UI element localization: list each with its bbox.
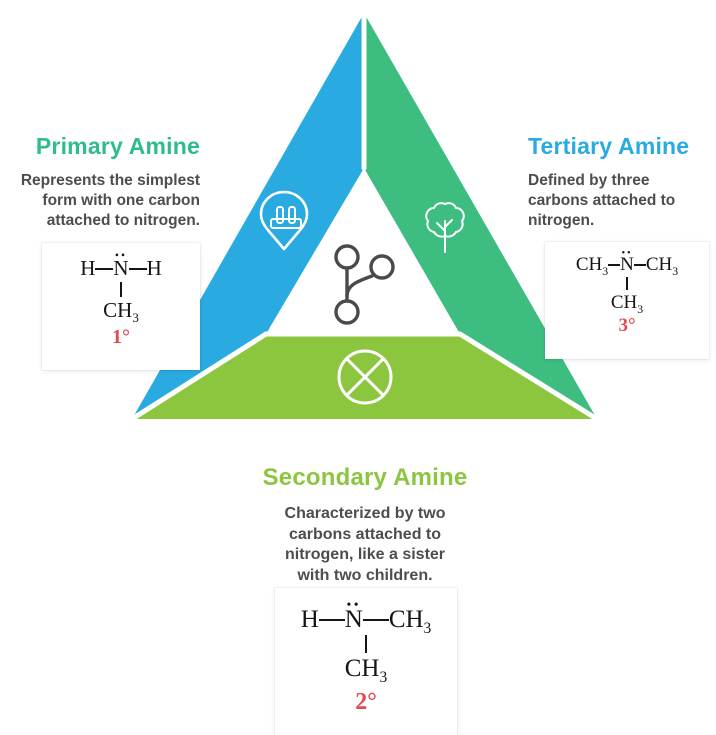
description-line: Defined by three <box>528 172 650 189</box>
atom: N•• <box>113 249 129 280</box>
description-line: carbons attached to <box>528 192 676 209</box>
bond <box>362 618 389 621</box>
primary-amine-description: Represents the simplest form with one car… <box>0 171 200 231</box>
atom: H <box>146 256 162 280</box>
atom: N•• <box>344 597 363 633</box>
crossed-circle-icon <box>337 349 393 405</box>
description-line: form with one carbon <box>42 192 200 209</box>
vertical-bond <box>120 282 122 297</box>
nitrogen-lone-pair: •• <box>621 247 633 259</box>
subscript: 3 <box>379 669 388 686</box>
description-line: Characterized by two <box>284 505 446 522</box>
bond <box>608 263 621 266</box>
formula-row: H N•• CH3 <box>300 597 432 637</box>
primary-amine-title: Primary Amine <box>35 133 200 159</box>
subscript: 3 <box>132 310 139 326</box>
nitrogen-lone-pair: •• <box>114 249 128 262</box>
description-line: carbons attached to <box>288 525 442 543</box>
primary-amine-section: Primary Amine Represents the simplest for… <box>0 133 200 231</box>
methyl-group: CH3 <box>344 655 388 686</box>
degree-label: 3° <box>618 315 636 336</box>
methyl-group: CH3 <box>610 292 644 316</box>
band-separators <box>129 10 600 422</box>
vertical-bond <box>365 635 367 653</box>
branch-network-icon <box>334 244 395 325</box>
description-line: with two children. <box>297 566 433 584</box>
subscript: 3 <box>637 302 644 316</box>
tertiary-amine-description: Defined by three carbons attached to nitro… <box>528 171 716 231</box>
atom: H <box>300 606 319 633</box>
subscript: 3 <box>423 620 432 637</box>
bond <box>633 263 646 266</box>
degree-label: 2° <box>355 689 377 715</box>
atom: N•• <box>620 247 634 275</box>
atom: CH3 <box>575 254 609 278</box>
tertiary-amine-section: Tertiary Amine Defined by three carbons a… <box>528 133 716 231</box>
secondary-amine-section: Secondary Amine Characterized by two carb… <box>228 464 502 586</box>
vertical-bond <box>626 277 628 290</box>
atom: CH3 <box>645 254 679 278</box>
secondary-amine-title: Secondary Amine <box>262 464 468 491</box>
description-line: Represents the simplest <box>20 172 200 189</box>
subscript: 3 <box>672 264 679 278</box>
nitrogen-lone-pair: •• <box>346 597 362 613</box>
tree-icon <box>425 202 465 253</box>
test-tube-pin-icon <box>259 190 309 251</box>
description-line: nitrogen, like a sister <box>284 546 446 563</box>
description-line: nitrogen. <box>528 212 595 229</box>
formula-row: H N•• H <box>80 249 162 280</box>
formula-row: CH3 N•• CH3 <box>575 247 679 278</box>
tertiary-amine-title: Tertiary Amine <box>528 133 690 159</box>
bond <box>128 267 147 270</box>
bond <box>318 618 345 621</box>
bond <box>95 267 114 270</box>
degree-label: 1° <box>112 326 130 348</box>
methyl-group: CH3 <box>103 298 139 326</box>
secondary-amine-description: Characterized by two carbons attached to n… <box>228 504 502 586</box>
description-line: attached to nitrogen. <box>46 212 200 229</box>
subscript: 3 <box>602 264 609 278</box>
atom: CH3 <box>388 606 432 637</box>
atom: H <box>80 256 96 280</box>
tertiary-band <box>364 13 597 419</box>
